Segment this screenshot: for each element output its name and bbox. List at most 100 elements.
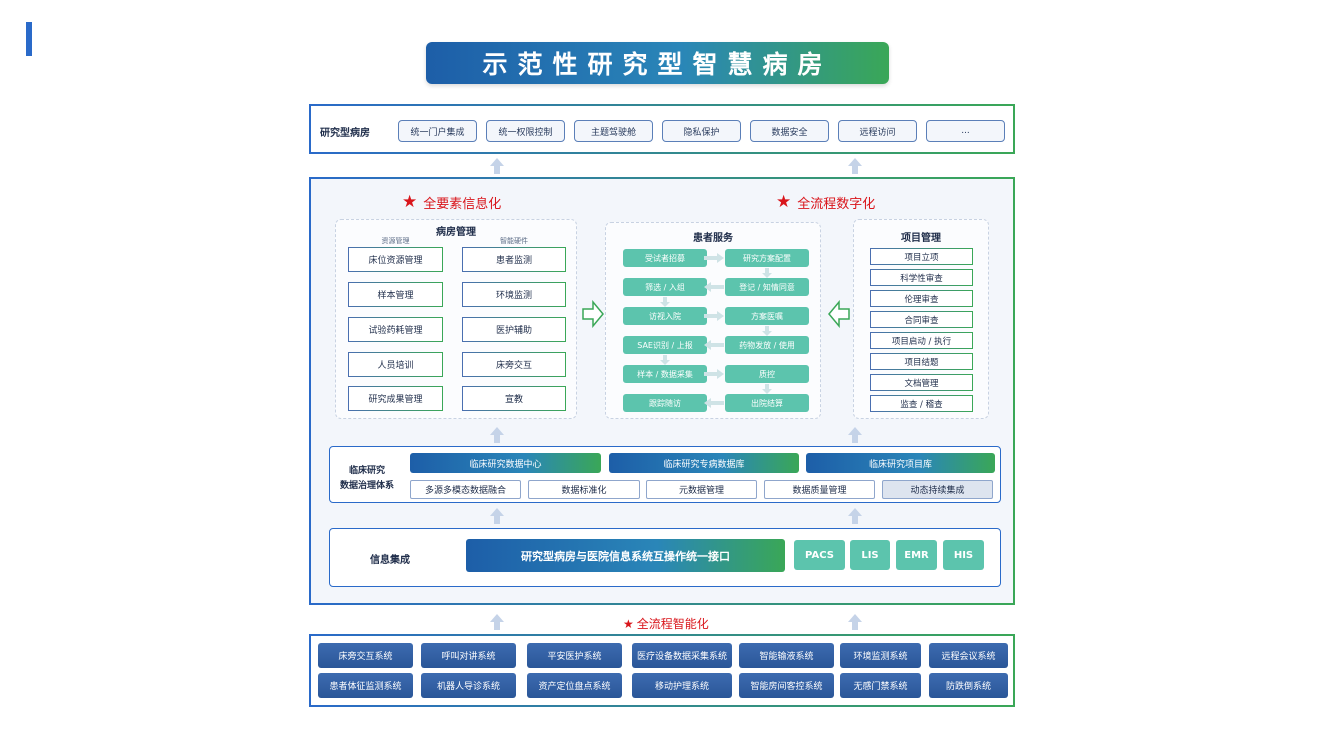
project-item: 伦理审查 bbox=[870, 290, 973, 307]
hardware-system: 无感门禁系统 bbox=[840, 673, 921, 698]
hardware-system: 床旁交互系统 bbox=[318, 643, 413, 668]
ward-management-title: 病房管理 bbox=[436, 227, 476, 238]
patient-step: 质控 bbox=[725, 365, 809, 383]
hardware-item: 宣教 bbox=[462, 386, 566, 411]
left-arrow-icon bbox=[828, 300, 850, 328]
hardware-item: 环境监测 bbox=[462, 282, 566, 307]
up-arrow-icon bbox=[490, 614, 504, 630]
heading-full-process-intelligent: ★ 全流程智能化 bbox=[623, 615, 709, 632]
star-icon: ★ bbox=[776, 192, 792, 212]
ward-item: 试验药耗管理 bbox=[348, 317, 443, 342]
governance-item: 数据标准化 bbox=[528, 480, 640, 499]
portal-item: 远程访问 bbox=[838, 120, 917, 142]
up-arrow-icon bbox=[490, 158, 504, 174]
integration-label: 信息集成 bbox=[370, 555, 410, 566]
patient-step: 跟踪随访 bbox=[623, 394, 707, 412]
hardware-system: 医疗设备数据采集系统 bbox=[632, 643, 732, 668]
governance-database: 临床研究项目库 bbox=[806, 453, 995, 473]
flow-down-arrow-icon bbox=[762, 268, 772, 278]
patient-step: 研究方案配置 bbox=[725, 249, 809, 267]
flow-left-arrow-icon bbox=[704, 340, 724, 350]
ward-item: 床位资源管理 bbox=[348, 247, 443, 272]
patient-step: 出院结算 bbox=[725, 394, 809, 412]
hardware-item: 医护辅助 bbox=[462, 317, 566, 342]
star-icon: ★ bbox=[402, 192, 418, 212]
up-arrow-icon bbox=[848, 508, 862, 524]
right-arrow-icon bbox=[582, 300, 604, 328]
flow-left-arrow-icon bbox=[704, 282, 724, 292]
governance-database: 临床研究数据中心 bbox=[410, 453, 601, 473]
portal-item: ... bbox=[926, 120, 1005, 142]
patient-step: 受试者招募 bbox=[623, 249, 707, 267]
patient-step: 样本 / 数据采集 bbox=[623, 365, 707, 383]
patient-step: 筛选 / 入组 bbox=[623, 278, 707, 296]
system-tag: PACS bbox=[794, 540, 845, 570]
hardware-system: 平安医护系统 bbox=[527, 643, 622, 668]
patient-step: 访视入院 bbox=[623, 307, 707, 325]
system-tag: HIS bbox=[943, 540, 984, 570]
hardware-system: 环境监测系统 bbox=[840, 643, 921, 668]
portal-item: 数据安全 bbox=[750, 120, 829, 142]
ward-item: 人员培训 bbox=[348, 352, 443, 377]
smart-hardware-subtitle: 智能硬件 bbox=[500, 237, 528, 245]
patient-service-title: 患者服务 bbox=[693, 233, 733, 244]
ward-item: 样本管理 bbox=[348, 282, 443, 307]
portal-item: 隐私保护 bbox=[662, 120, 741, 142]
hardware-system: 患者体征监测系统 bbox=[318, 673, 413, 698]
flow-left-arrow-icon bbox=[704, 398, 724, 408]
portal-item: 统一门户集成 bbox=[398, 120, 477, 142]
page-title: 示范性研究型智慧病房 bbox=[426, 42, 889, 84]
hardware-system: 远程会议系统 bbox=[929, 643, 1008, 668]
hardware-system: 智能房间客控系统 bbox=[739, 673, 834, 698]
hardware-system: 呼叫对讲系统 bbox=[421, 643, 516, 668]
flow-down-arrow-icon bbox=[762, 384, 772, 394]
heading-full-process-digital: ★ 全流程数字化 bbox=[776, 192, 875, 212]
project-item: 科学性审查 bbox=[870, 269, 973, 286]
flow-down-arrow-icon bbox=[660, 355, 670, 365]
up-arrow-icon bbox=[848, 427, 862, 443]
project-item: 项目立项 bbox=[870, 248, 973, 265]
hardware-system: 防跌倒系统 bbox=[929, 673, 1008, 698]
governance-database: 临床研究专病数据库 bbox=[609, 453, 799, 473]
up-arrow-icon bbox=[490, 427, 504, 443]
research-ward-label: 研究型病房 bbox=[320, 128, 370, 139]
flow-right-arrow-icon bbox=[704, 311, 724, 321]
flow-down-arrow-icon bbox=[762, 326, 772, 336]
system-tag: EMR bbox=[896, 540, 937, 570]
governance-item: 多源多模态数据融合 bbox=[410, 480, 521, 499]
heading-text: 全流程数字化 bbox=[797, 196, 876, 212]
heading-text: 全要素信息化 bbox=[423, 196, 502, 212]
ward-item: 研究成果管理 bbox=[348, 386, 443, 411]
heading-text: 全流程智能化 bbox=[636, 617, 709, 631]
flow-right-arrow-icon bbox=[704, 253, 724, 263]
governance-item: 数据质量管理 bbox=[764, 480, 875, 499]
project-item: 合同审查 bbox=[870, 311, 973, 328]
hardware-item: 床旁交互 bbox=[462, 352, 566, 377]
portal-item: 主题驾驶舱 bbox=[574, 120, 653, 142]
star-icon: ★ bbox=[623, 616, 634, 631]
system-tag: LIS bbox=[850, 540, 890, 570]
project-management-title: 项目管理 bbox=[901, 233, 941, 244]
hardware-system: 智能输液系统 bbox=[739, 643, 834, 668]
heading-full-element: ★ 全要素信息化 bbox=[402, 192, 501, 212]
resource-management-subtitle: 资源管理 bbox=[381, 237, 410, 245]
governance-item: 动态持续集成 bbox=[882, 480, 993, 499]
unified-interface: 研究型病房与医院信息系统互操作统一接口 bbox=[466, 539, 785, 572]
hardware-system: 机器人导诊系统 bbox=[421, 673, 516, 698]
flow-down-arrow-icon bbox=[660, 297, 670, 307]
governance-label-line1: 临床研究 bbox=[349, 466, 386, 476]
project-item: 监查 / 稽查 bbox=[870, 395, 973, 412]
portal-item: 统一权限控制 bbox=[486, 120, 565, 142]
hardware-item: 患者监测 bbox=[462, 247, 566, 272]
project-item: 项目结题 bbox=[870, 353, 973, 370]
patient-step: 登记 / 知情同意 bbox=[725, 278, 809, 296]
hardware-system: 移动护理系统 bbox=[632, 673, 732, 698]
patient-step: 方案医嘱 bbox=[725, 307, 809, 325]
flow-right-arrow-icon bbox=[704, 369, 724, 379]
governance-label-line2: 数据治理体系 bbox=[340, 481, 395, 491]
corner-accent-bar bbox=[26, 22, 32, 56]
patient-step: SAE识别 / 上报 bbox=[623, 336, 707, 354]
up-arrow-icon bbox=[848, 158, 862, 174]
up-arrow-icon bbox=[848, 614, 862, 630]
up-arrow-icon bbox=[490, 508, 504, 524]
